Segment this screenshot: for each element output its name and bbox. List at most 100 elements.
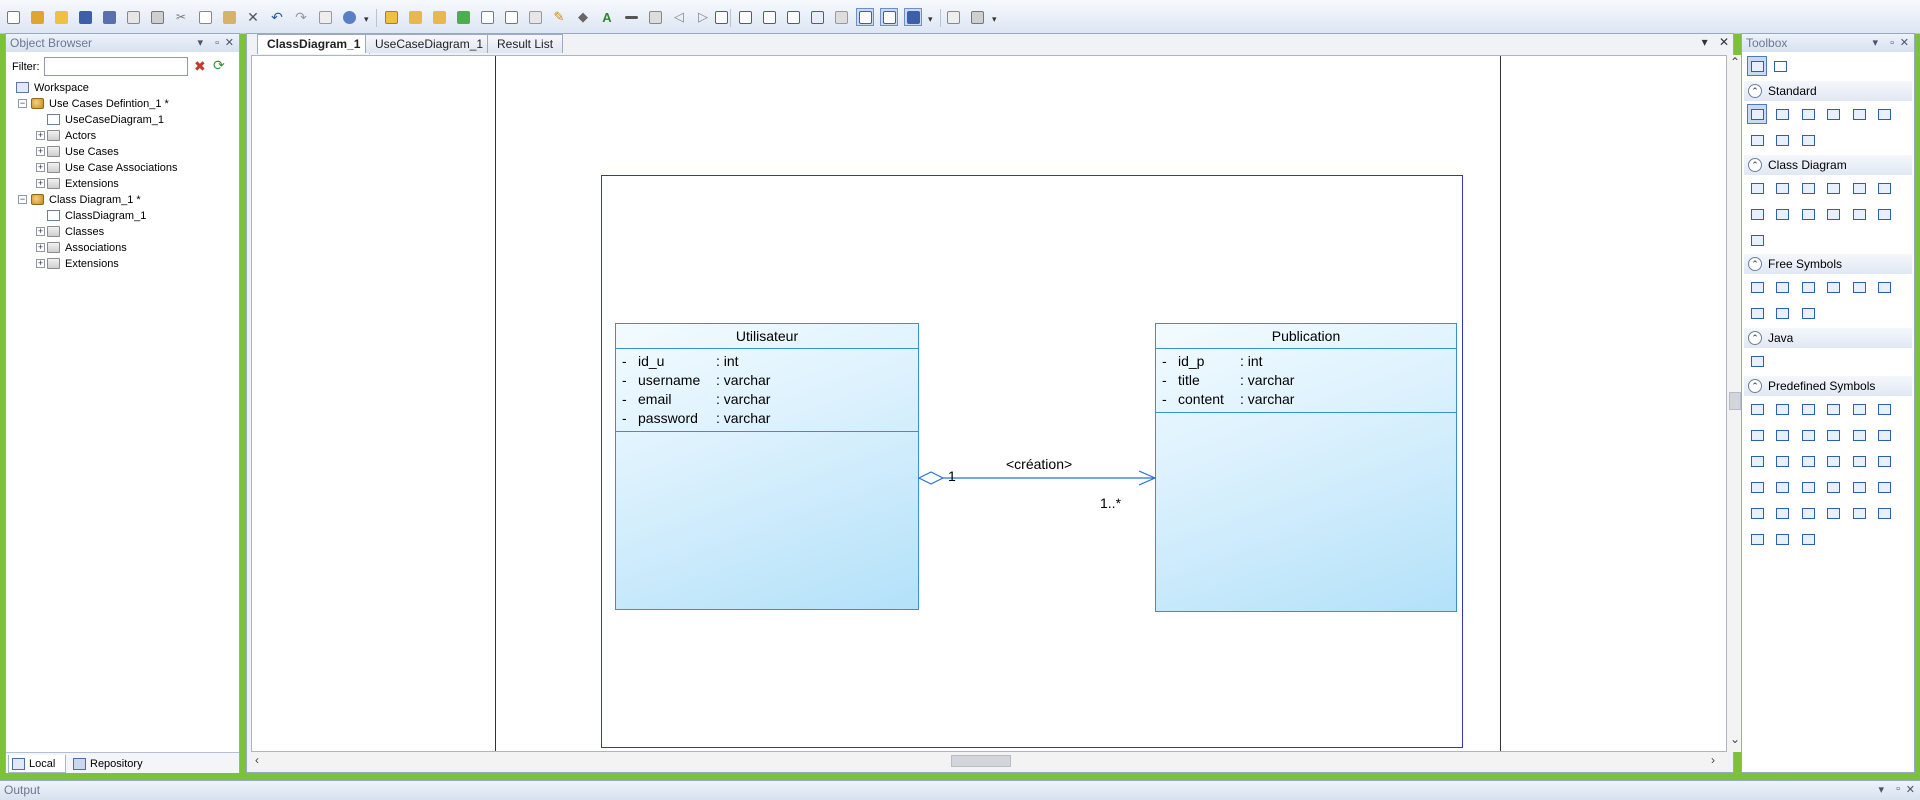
tree-item[interactable]: +Classes [10, 224, 235, 240]
new-icon[interactable] [4, 8, 22, 26]
tree-item[interactable]: Workspace [10, 80, 235, 96]
zoom-select-icon[interactable] [808, 8, 826, 26]
forward-icon[interactable]: ▷ [698, 9, 708, 24]
expand-icon[interactable]: + [36, 258, 45, 268]
predefined-symbol-tool[interactable] [1747, 529, 1767, 549]
tab-local[interactable]: Local [8, 755, 66, 773]
filter-input[interactable] [44, 57, 188, 76]
predefined-symbol-tool[interactable] [1798, 399, 1818, 419]
tree-item[interactable]: +Use Cases [10, 144, 235, 160]
list-view-icon[interactable] [1770, 56, 1790, 76]
predefined-symbol-tool[interactable] [1798, 529, 1818, 549]
tab-usecasediagram[interactable]: UseCaseDiagram_1 [365, 34, 494, 53]
java-tool[interactable] [1747, 351, 1767, 371]
diagram-canvas[interactable]: Utilisateur - id_u : int - username : va… [251, 55, 1727, 752]
toolbox-section-free-symbols[interactable]: ⌃ Free Symbols [1744, 254, 1912, 274]
shape-icon[interactable] [646, 8, 664, 26]
close-icon[interactable]: ✕ [1899, 37, 1909, 49]
standard-tool[interactable] [1849, 104, 1869, 124]
scroll-up-icon[interactable]: ⌃ [1730, 55, 1741, 69]
predefined-symbol-tool[interactable] [1798, 503, 1818, 523]
class-diagram-tool[interactable] [1849, 204, 1869, 224]
toolbar-overflow-icon[interactable]: ▾ [928, 14, 933, 24]
free-symbol-tool[interactable] [1798, 303, 1818, 323]
standard-tool[interactable] [1824, 104, 1844, 124]
predefined-symbol-tool[interactable] [1798, 477, 1818, 497]
expand-icon[interactable]: + [36, 130, 45, 140]
tab-result-list[interactable]: Result List [487, 34, 564, 53]
standard-tool[interactable] [1773, 104, 1793, 124]
grid-icon[interactable] [526, 8, 544, 26]
class-diagram-tool[interactable] [1747, 204, 1767, 224]
class-diagram-tool[interactable] [1849, 178, 1869, 198]
attribute-row[interactable]: - id_p : int [1156, 352, 1456, 371]
collapse-icon[interactable]: ⌃ [1748, 158, 1762, 172]
class-diagram-tool[interactable] [1824, 178, 1844, 198]
find-icon[interactable] [340, 8, 358, 26]
package-icon[interactable] [430, 8, 448, 26]
print-preview-icon[interactable] [944, 8, 962, 26]
predefined-symbol-tool[interactable] [1773, 529, 1793, 549]
toolbox-section-class-diagram[interactable]: ⌃ Class Diagram [1744, 155, 1912, 175]
class-diagram-tool[interactable] [1798, 204, 1818, 224]
free-symbol-tool[interactable] [1875, 277, 1895, 297]
expand-icon[interactable]: + [36, 226, 45, 236]
class-diagram-tool[interactable] [1798, 178, 1818, 198]
predefined-symbol-tool[interactable] [1798, 425, 1818, 445]
pin-icon[interactable]: ▫ [215, 37, 219, 49]
class-diagram-tool[interactable] [1824, 204, 1844, 224]
tab-repository[interactable]: Repository [70, 755, 158, 773]
free-symbol-tool[interactable] [1849, 277, 1869, 297]
free-symbol-tool[interactable] [1773, 303, 1793, 323]
attribute-row[interactable]: - content : varchar [1156, 390, 1456, 409]
class-diagram-tool[interactable] [1875, 204, 1895, 224]
expand-icon[interactable]: + [36, 146, 45, 156]
close-document-icon[interactable]: ✕ [1718, 35, 1729, 49]
expand-icon[interactable]: + [36, 178, 45, 188]
print-preview-icon[interactable] [124, 8, 142, 26]
tree-item[interactable]: −Class Diagram_1 * [10, 192, 235, 208]
predefined-symbol-tool[interactable] [1824, 503, 1844, 523]
dropdown-icon[interactable]: ▾ [197, 37, 203, 49]
toolbar-overflow-icon[interactable]: ▾ [364, 14, 369, 24]
redo-icon[interactable]: ↷ [295, 8, 307, 25]
zoom-fit-icon[interactable] [712, 8, 730, 26]
tree-item[interactable]: UseCaseDiagram_1 [10, 112, 235, 128]
tree-item[interactable]: +Associations [10, 240, 235, 256]
attribute-row[interactable]: - id_u : int [616, 352, 918, 371]
predefined-symbol-tool[interactable] [1773, 451, 1793, 471]
zoom-in-icon[interactable] [760, 8, 778, 26]
predefined-symbol-tool[interactable] [1875, 503, 1895, 523]
scroll-left-icon[interactable]: ‹ [255, 753, 259, 767]
attribute-row[interactable]: - username : varchar [616, 371, 918, 390]
pin-icon[interactable]: ▫ [1896, 783, 1900, 795]
format-icon[interactable] [502, 8, 520, 26]
predefined-symbol-tool[interactable] [1747, 477, 1767, 497]
predefined-symbol-tool[interactable] [1824, 477, 1844, 497]
copy-icon[interactable] [196, 8, 214, 26]
close-icon[interactable]: ✕ [224, 37, 234, 49]
class-diagram-tool[interactable] [1747, 230, 1767, 250]
check-model-icon[interactable] [478, 8, 496, 26]
association-line[interactable] [917, 466, 1159, 490]
predefined-symbol-tool[interactable] [1773, 425, 1793, 445]
class-diagram-tool[interactable] [1773, 204, 1793, 224]
predefined-symbol-tool[interactable] [1773, 399, 1793, 419]
toolbox-section-java[interactable]: ⌃ Java [1744, 328, 1912, 348]
undo-icon[interactable]: ↶ [271, 8, 283, 25]
class-diagram-tool[interactable] [1747, 178, 1767, 198]
predefined-symbol-tool[interactable] [1747, 399, 1767, 419]
view-mode-icon[interactable] [880, 8, 898, 26]
collapse-icon[interactable]: ⌃ [1748, 84, 1762, 98]
predefined-symbol-tool[interactable] [1798, 451, 1818, 471]
class-diagram-tool[interactable] [1773, 178, 1793, 198]
text-color-icon[interactable]: A [602, 9, 612, 25]
save-icon[interactable] [76, 8, 94, 26]
expand-icon[interactable]: + [36, 242, 45, 252]
predefined-symbol-tool[interactable] [1747, 451, 1767, 471]
tree-item[interactable]: +Actors [10, 128, 235, 144]
standard-tool[interactable] [1747, 130, 1767, 150]
tree-item[interactable]: +Extensions [10, 256, 235, 272]
predefined-symbol-tool[interactable] [1849, 399, 1869, 419]
attribute-row[interactable]: - title : varchar [1156, 371, 1456, 390]
